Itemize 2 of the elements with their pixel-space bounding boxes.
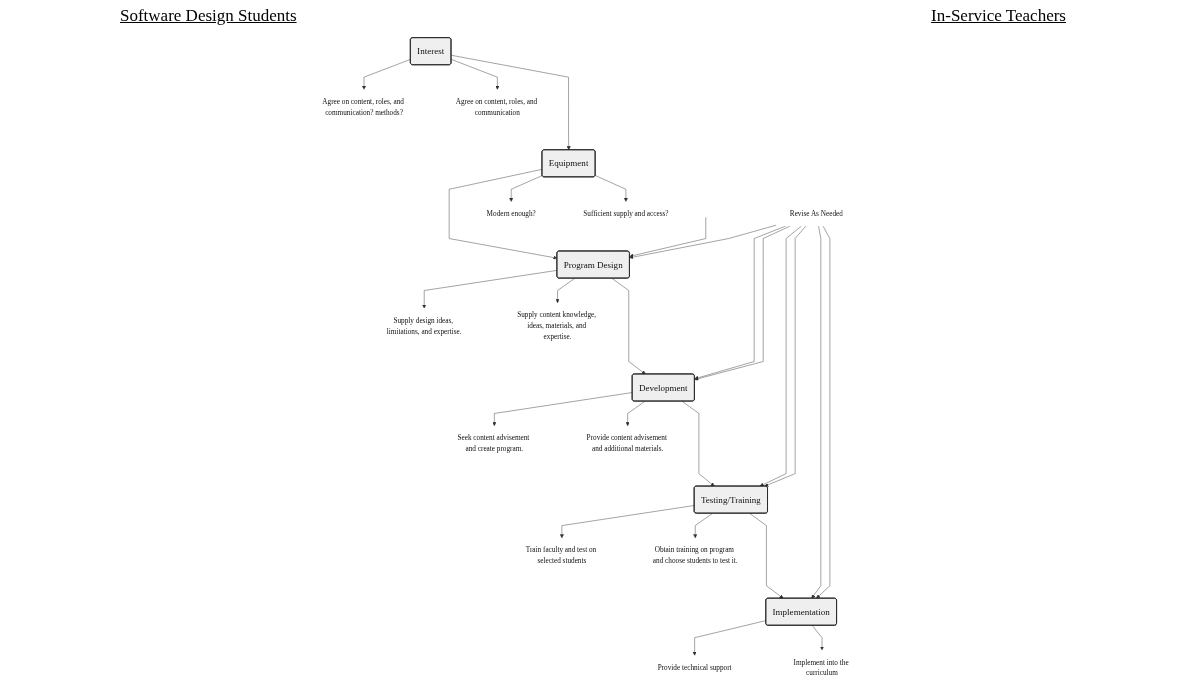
column-heading: Software Design Students [120,6,297,27]
column-heading: In-Service Teachers [931,6,1066,27]
